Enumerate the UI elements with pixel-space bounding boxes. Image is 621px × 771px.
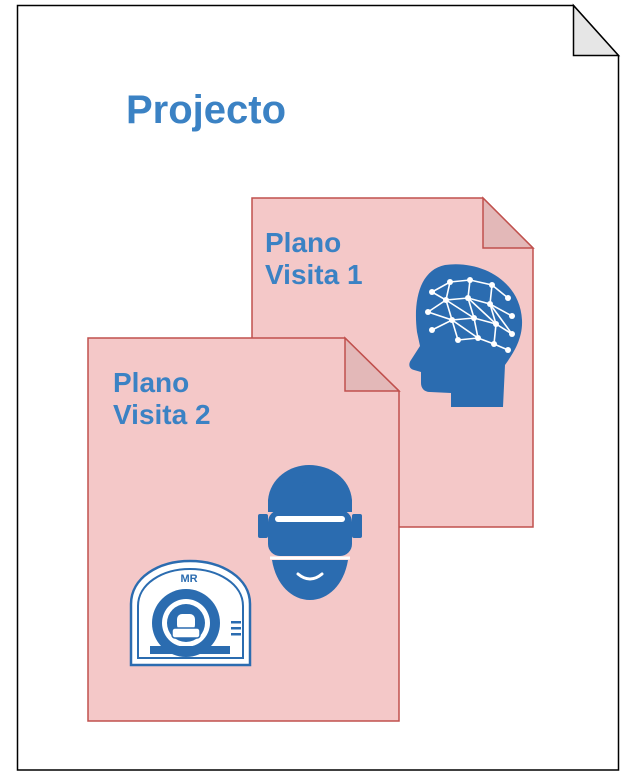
project-page-fold (572, 3, 621, 57)
mri-scanner-icon: MR (129, 559, 252, 667)
document-2-label: Plano Visita 2 (113, 367, 253, 431)
mri-patient-body (171, 627, 201, 639)
vr-strap-top (302, 482, 318, 512)
project-title: Projecto (126, 88, 287, 132)
mri-patient-head (177, 614, 195, 630)
mri-table (150, 646, 230, 654)
document-plano-visita-2: MR (87, 336, 401, 722)
document-1-label: Plano Visita 1 (265, 227, 405, 291)
document-1-fold (482, 196, 535, 249)
brain-network-head-icon (409, 264, 523, 407)
document-1-label-line2: Visita 1 (265, 259, 363, 290)
document-1-label-line1: Plano (265, 227, 342, 258)
vr-visor-band (275, 516, 345, 522)
mri-badge: MR (180, 573, 197, 585)
vr-headset-icon (258, 465, 362, 600)
vr-strap-left (258, 514, 268, 538)
document-2-label-line2: Visita 2 (113, 399, 211, 430)
mri-frame-inner (137, 567, 244, 659)
mri-panel-line-1 (231, 621, 241, 624)
mri-panel-line-3 (231, 633, 241, 636)
vr-mouth (296, 572, 324, 581)
vr-strap-right (352, 514, 362, 538)
mri-panel-line-2 (231, 627, 241, 630)
document-2-fold (344, 336, 401, 392)
document-2-label-line1: Plano (113, 367, 190, 398)
